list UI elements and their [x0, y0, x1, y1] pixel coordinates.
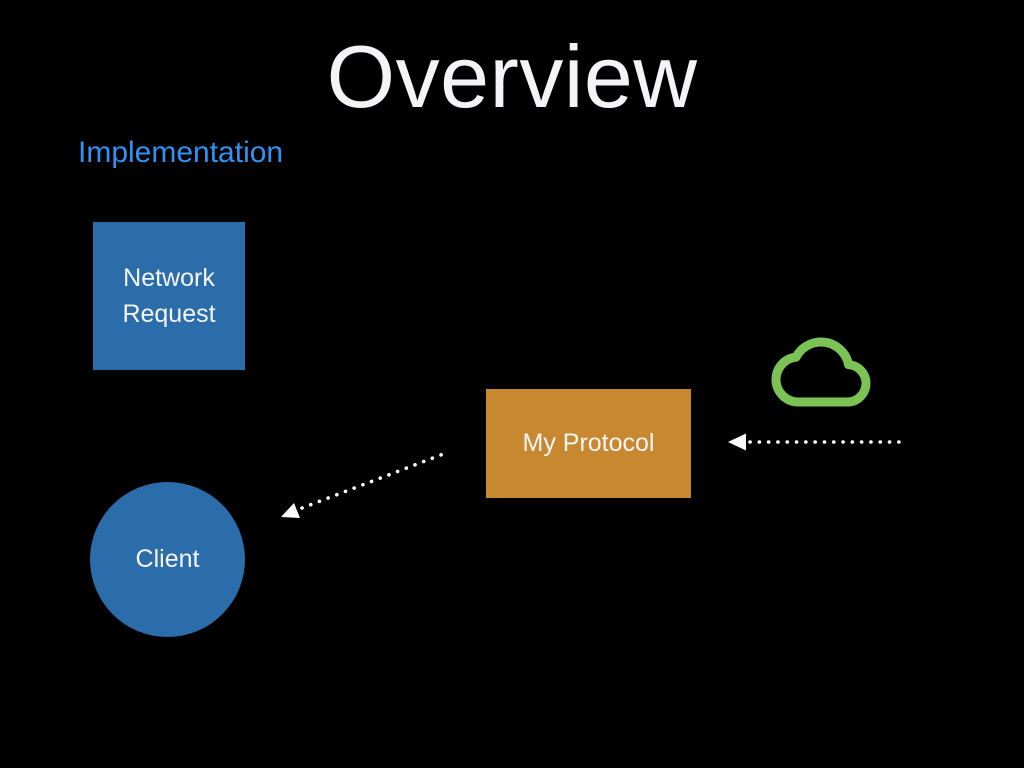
cloud-icon — [771, 337, 871, 407]
slide-title: Overview — [326, 27, 698, 126]
dotted-line — [300, 451, 448, 510]
node-label: My Protocol — [522, 429, 655, 458]
node-label: Network Request — [122, 260, 215, 333]
node-label-line: Request — [122, 300, 216, 328]
dotted-arrow-protocol-to-client — [281, 451, 448, 518]
node-network-request: Network Request — [93, 222, 245, 370]
cloud-icon-path — [771, 337, 871, 407]
slide-subtitle: Implementation — [78, 136, 284, 169]
dotted-arrow-cloud-to-protocol — [728, 433, 909, 451]
arrowhead-left-icon — [728, 433, 746, 451]
node-label-line: Network — [123, 263, 215, 292]
node-label: Client — [135, 545, 200, 574]
arrowhead-downleft-icon — [281, 503, 300, 518]
node-my-protocol: My Protocol — [486, 389, 691, 498]
node-client: Client — [90, 482, 245, 637]
